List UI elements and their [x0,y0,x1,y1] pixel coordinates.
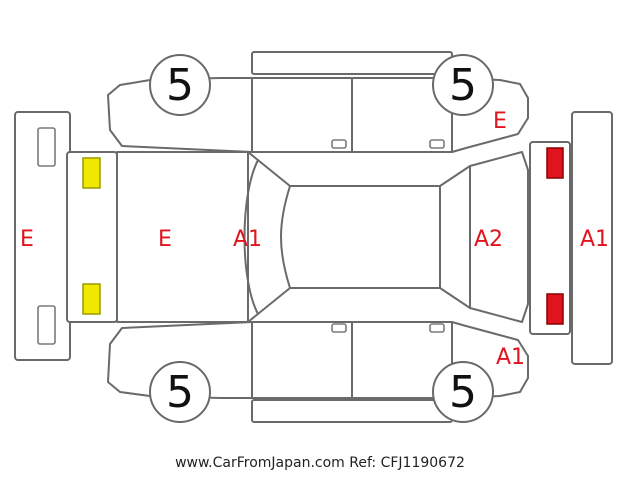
footer-reference: www.CarFromJapan.com Ref: CFJ1190672 [175,455,465,471]
mark-windshield: A1 [233,227,262,252]
mark-front-bumper: E [20,227,34,252]
roof [280,185,441,289]
hood [116,151,249,323]
tire-rear-right-grade: 5 [449,367,477,418]
tire-front-right: 5 [149,361,211,423]
tire-front-left-grade: 5 [166,60,194,111]
rear-lamp-upper [546,147,564,179]
front-lamp-panel [66,151,118,323]
mark-right-front-fender: E [493,109,507,134]
tire-rear-left-grade: 5 [449,60,477,111]
mark-right-rear-fender: A1 [496,345,525,370]
mark-hood: E [158,227,172,252]
rear-lamp-lower [546,293,564,325]
mark-rear-bumper: A1 [580,227,609,252]
tire-front-left: 5 [149,54,211,116]
tailgate [529,141,571,335]
rear-glass [439,151,529,323]
tire-rear-left: 5 [432,54,494,116]
front-lamp-upper [82,157,101,189]
tire-rear-right: 5 [432,361,494,423]
mark-rear-glass: A2 [474,227,503,252]
upper-side-panels [107,51,529,153]
tire-front-right-grade: 5 [166,367,194,418]
rear-bumper [571,111,613,365]
front-lamp-lower [82,283,101,315]
